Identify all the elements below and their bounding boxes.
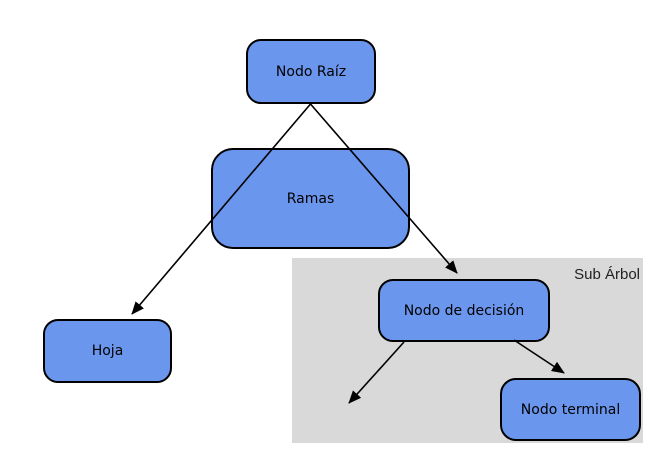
subtree-label: Sub Árbol <box>574 266 640 283</box>
node-nodo-raiz-label: Nodo Raíz <box>275 63 347 80</box>
node-ramas-label: Ramas <box>286 190 335 207</box>
node-nodo-raiz: Nodo Raíz <box>246 39 376 104</box>
node-ramas: Ramas <box>211 148 410 249</box>
node-nodo-de-decision: Nodo de decisión <box>378 279 550 342</box>
node-hoja: Hoja <box>43 319 172 383</box>
node-nodo-de-decision-label: Nodo de decisión <box>403 302 525 319</box>
node-nodo-terminal: Nodo terminal <box>500 378 641 441</box>
node-hoja-label: Hoja <box>91 343 124 359</box>
node-nodo-terminal-label: Nodo terminal <box>520 401 621 418</box>
